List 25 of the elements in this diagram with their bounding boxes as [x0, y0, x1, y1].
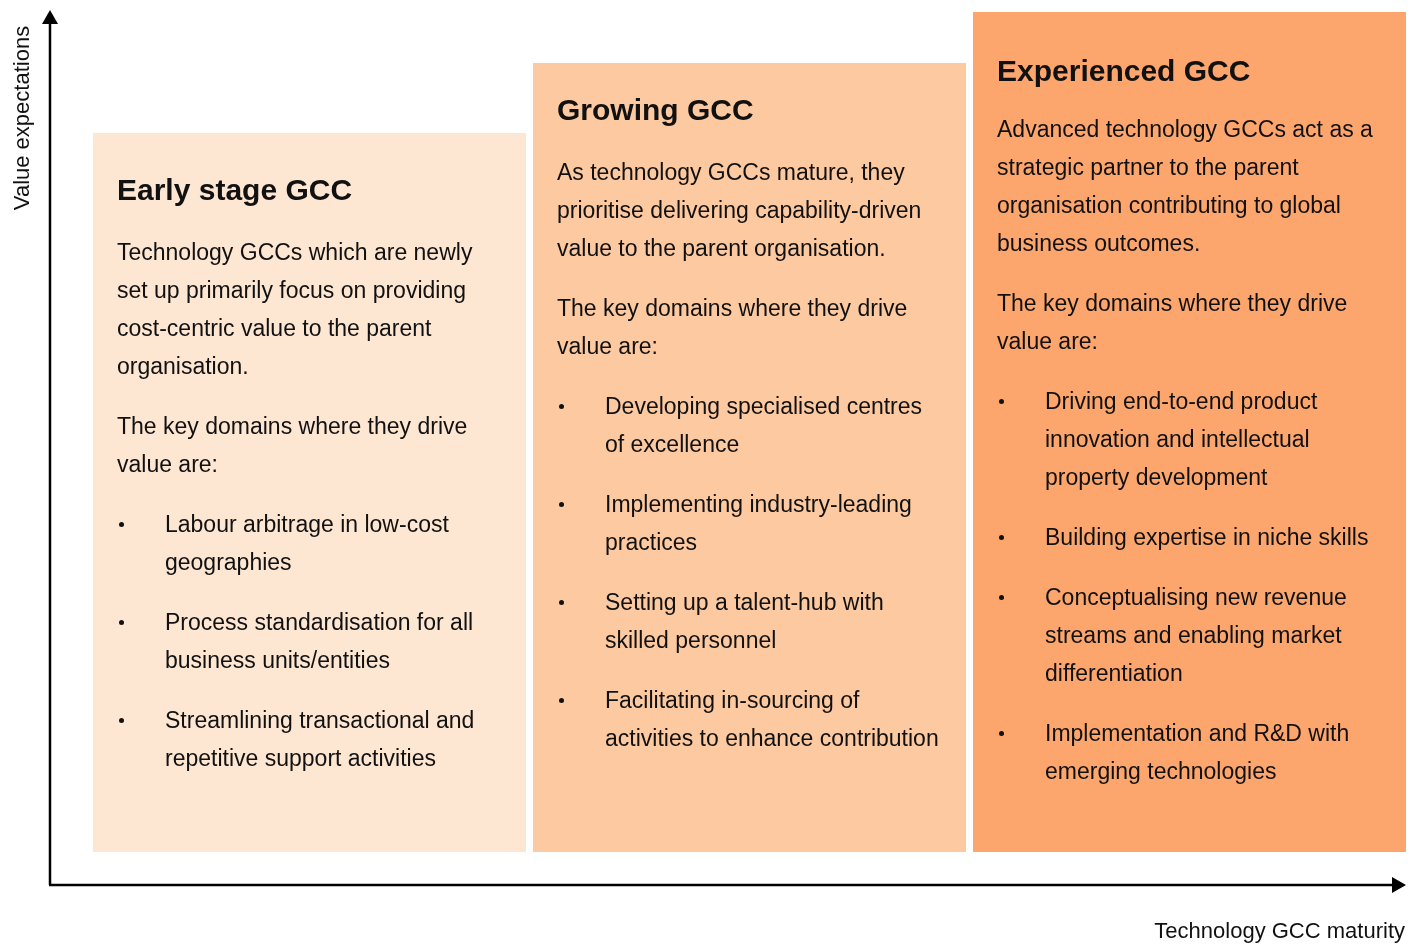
- stage-panel: [533, 63, 966, 852]
- bullet-text: Developing specialised centres of excellence: [605, 393, 923, 457]
- bullet-text: Facilitating in-sourcing of activities to enhance contribution: [605, 687, 939, 751]
- bullet-text: Implementing industry-leading practices: [605, 491, 912, 555]
- stage-panel: [93, 133, 526, 852]
- bullet-text: Conceptualising new revenue streams and enabling market differentiation: [1045, 584, 1347, 686]
- bullet-text: Streamlining transactional and repetitive support activities: [165, 707, 475, 771]
- description-text: As technology GCCs mature, they prioritise delivering capability-driven value to the parent organisation.: [557, 158, 923, 263]
- bullet-text: Labour arbitrage in low-cost geographies: [165, 511, 449, 575]
- panel-heading: Early stage GCC: [117, 173, 354, 207]
- description-text: The key domains where they drive value are:: [117, 412, 469, 479]
- bullet-text: Implementation and R&D with emerging technologies: [1045, 720, 1350, 784]
- y-axis-label: Value expectations: [9, 25, 35, 211]
- bullet-text: Process standardisation for all business units/entities: [165, 609, 474, 673]
- description-text: Advanced technology GCCs act as a strategic partner to the parent organisation contributing to global business outcomes.: [997, 115, 1374, 258]
- bullet-text: Setting up a talent-hub with skilled personnel: [605, 589, 884, 653]
- panel-heading: Growing GCC: [557, 93, 755, 127]
- stage-panel: [973, 12, 1406, 852]
- x-axis-label: Technology GCC maturity: [1154, 918, 1405, 944]
- description-text: Technology GCCs which are newly set up primarily focus on providing cost-centric value to the parent organisation.: [117, 238, 474, 381]
- description-text: The key domains where they drive value are:: [997, 289, 1349, 356]
- bullet-text: Building expertise in niche skills: [1045, 524, 1369, 550]
- description-text: The key domains where they drive value are:: [557, 294, 909, 361]
- panel-heading: Experienced GCC: [997, 54, 1252, 88]
- bullet-text: Driving end-to-end product innovation and intellectual property development: [1045, 388, 1318, 490]
